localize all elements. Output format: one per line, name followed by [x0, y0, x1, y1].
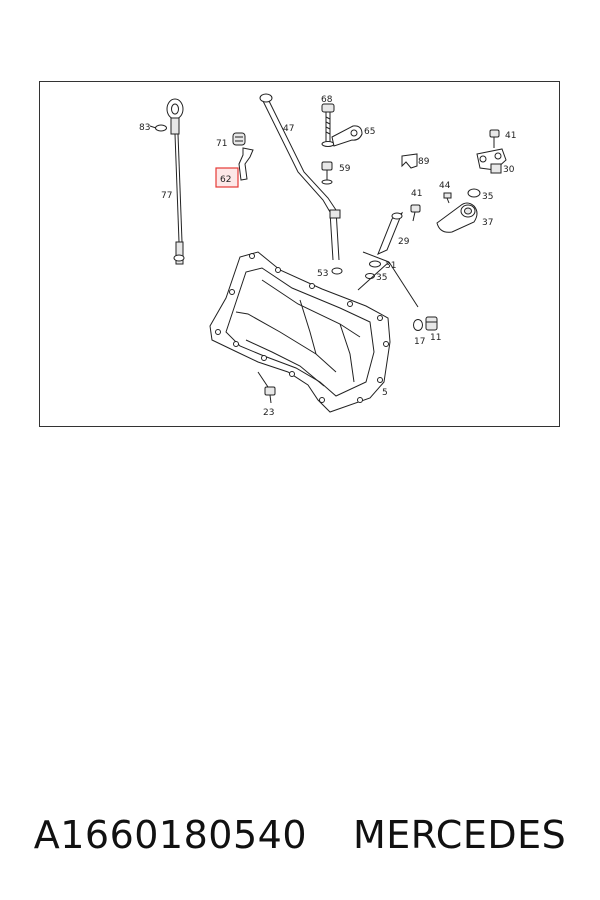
- seal-ring-83: [155, 124, 167, 132]
- pipe-37: [436, 202, 478, 233]
- callout-29: 29: [398, 237, 410, 247]
- exploded-parts-diagram: 83 77 71 62 47 68 65 59 53 89 41 30 44 3…: [139, 93, 516, 418]
- callout-37: 37: [482, 218, 493, 228]
- callout-71: 71: [216, 139, 227, 149]
- callout-47: 47: [283, 124, 294, 134]
- guide-tube-part: [259, 93, 341, 261]
- callout-11: 11: [430, 333, 441, 343]
- highlight-box-62: [215, 167, 239, 188]
- seal-17: [413, 319, 423, 331]
- flange-30: [476, 148, 507, 174]
- callout-68: 68: [321, 95, 333, 105]
- bolt-41-upper: [489, 129, 500, 148]
- nut-59: [321, 161, 333, 185]
- callout-44: 44: [439, 181, 451, 191]
- brand-name: MERCEDES: [353, 813, 567, 857]
- callout-35-lower: 35: [376, 273, 387, 283]
- clip-89: [401, 153, 418, 169]
- oil-pan-5: [209, 251, 391, 413]
- part-caption: A1660180540 MERCEDES: [0, 805, 600, 865]
- callout-31: 31: [385, 261, 396, 271]
- parts-diagram-frame: 83 77 71 62 47 68 65 59 53 89 41 30 44 3…: [39, 81, 560, 427]
- callout-5: 5: [382, 388, 388, 398]
- bolt-23: [257, 371, 276, 404]
- bracket-62: [238, 147, 254, 181]
- callout-77: 77: [161, 191, 172, 201]
- leader-lines: [149, 125, 419, 308]
- seal-ring-35-upper: [467, 188, 481, 198]
- callout-83: 83: [139, 123, 150, 133]
- screw-44: [443, 192, 452, 204]
- part-number: A1660180540: [33, 813, 307, 857]
- tube-29: [377, 211, 404, 255]
- callout-17: 17: [414, 337, 425, 347]
- callout-35-upper: 35: [482, 192, 493, 202]
- callout-59: 59: [339, 164, 351, 174]
- bolt-41-lower: [410, 204, 421, 222]
- callout-41-lower: 41: [411, 189, 422, 199]
- callout-30: 30: [503, 165, 515, 175]
- callout-41-upper: 41: [505, 131, 516, 141]
- callout-65: 65: [364, 127, 375, 137]
- callout-23: 23: [263, 408, 274, 418]
- drain-plug-11: [425, 316, 438, 331]
- callout-53: 53: [317, 269, 328, 279]
- bracket-65: [331, 125, 363, 147]
- part-71: [232, 132, 246, 146]
- seal-ring-31: [369, 260, 381, 268]
- dipstick-part: [166, 98, 185, 265]
- callout-62: 62: [220, 175, 231, 185]
- callout-89: 89: [418, 157, 430, 167]
- seal-ring-53: [331, 267, 343, 275]
